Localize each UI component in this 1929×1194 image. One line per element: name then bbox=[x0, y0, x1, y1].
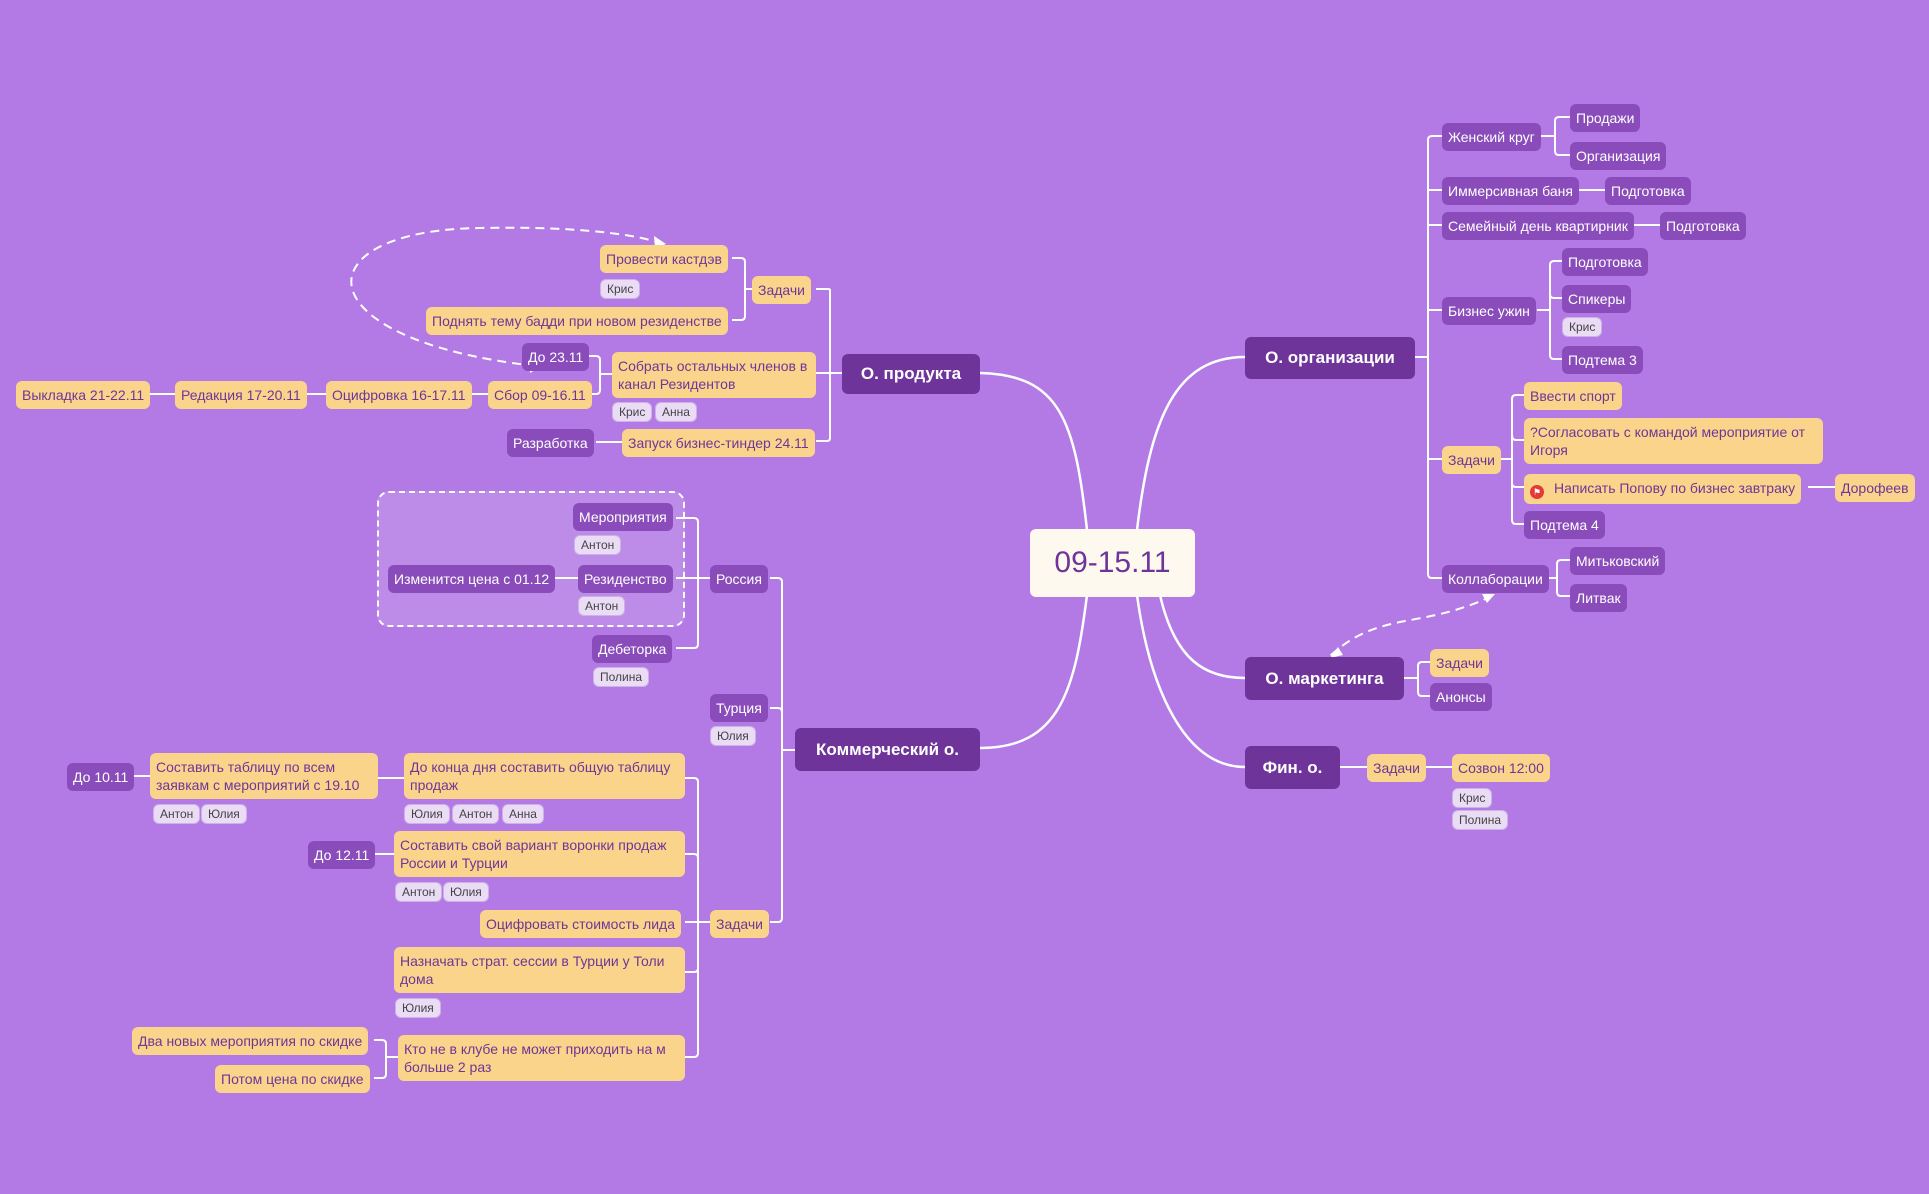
org-collab-mitkovsky[interactable]: Митьковский bbox=[1570, 547, 1666, 575]
org-collab-litvak[interactable]: Литвак bbox=[1570, 584, 1627, 612]
org-task-agree[interactable]: ?Согласовать с командой мероприятие от И… bbox=[1524, 418, 1823, 464]
task-lead-cost[interactable]: Оцифровать стоимость лида bbox=[480, 910, 681, 938]
org-dinner-prep[interactable]: Подготовка bbox=[1562, 248, 1648, 276]
org-womens-circle[interactable]: Женский круг bbox=[1442, 123, 1541, 151]
branch-marketing[interactable]: О. маркетинга bbox=[1245, 657, 1404, 700]
org-task-popov-label: Написать Попову по бизнес завтраку bbox=[1554, 480, 1796, 496]
product-task-custdev[interactable]: Провести кастдэв bbox=[600, 245, 728, 273]
russia-events[interactable]: Мероприятия bbox=[573, 503, 673, 531]
task-sales-funnel-label: Составить свой вариант воронки продаж Ро… bbox=[400, 837, 667, 871]
club-rule-discount-price[interactable]: Потом цена по скидке bbox=[215, 1065, 370, 1093]
task-sales-table[interactable]: До конца дня составить общую таблицу про… bbox=[404, 753, 685, 799]
product-launch-tinder[interactable]: Запуск бизнес-тиндер 24.11 bbox=[622, 429, 815, 457]
product-tasks[interactable]: Задачи bbox=[752, 276, 812, 304]
russia-debetorka[interactable]: Дебеторка bbox=[592, 635, 673, 663]
deadline-10-11[interactable]: До 10.11 bbox=[67, 763, 135, 791]
tag-yulia: Юлия bbox=[443, 882, 489, 902]
org-wc-organization[interactable]: Организация bbox=[1570, 142, 1667, 170]
task-events-table[interactable]: Составить таблицу по всем заявкам с меро… bbox=[150, 753, 378, 799]
russia-node[interactable]: Россия bbox=[710, 565, 768, 593]
pipeline-edit[interactable]: Редакция 17-20.11 bbox=[175, 381, 307, 409]
tag-yulia: Юлия bbox=[404, 804, 450, 824]
task-club-rule-label: Кто не в клубе не может приходить на м б… bbox=[404, 1041, 666, 1075]
task-strat-sessions[interactable]: Назначать страт. сессии в Турции у Толи … bbox=[394, 947, 685, 993]
club-rule-two-events[interactable]: Два новых мероприятия по скидке bbox=[132, 1027, 369, 1055]
org-task-sport[interactable]: Ввести спорт bbox=[1524, 382, 1622, 410]
product-task-buddy[interactable]: Поднять тему бадди при новом резиденстве bbox=[426, 307, 728, 335]
branch-finance[interactable]: Фин. о. bbox=[1245, 746, 1340, 789]
org-task-dorofeev[interactable]: Дорофеев bbox=[1835, 474, 1915, 502]
marketing-announces[interactable]: Анонсы bbox=[1430, 683, 1492, 711]
task-club-rule[interactable]: Кто не в клубе не может приходить на м б… bbox=[398, 1035, 685, 1081]
org-dinner-subtopic3[interactable]: Подтема 3 bbox=[1562, 346, 1643, 374]
finance-call[interactable]: Созвон 12:00 bbox=[1452, 754, 1550, 782]
tag-anna: Анна bbox=[655, 402, 697, 422]
org-collaborations[interactable]: Коллаборации bbox=[1442, 565, 1549, 593]
commercial-tasks[interactable]: Задачи bbox=[710, 910, 770, 938]
tag-anton: Антон bbox=[395, 882, 443, 902]
price-change-node[interactable]: Изменится цена с 01.12 bbox=[388, 565, 556, 593]
collect-label: Собрать остальных членов в канал Резиден… bbox=[618, 358, 808, 392]
org-wc-sales[interactable]: Продажи bbox=[1570, 104, 1641, 132]
deadline-23-11[interactable]: До 23.11 bbox=[522, 343, 590, 371]
branch-finance-label: Фин. о. bbox=[1262, 757, 1323, 777]
org-task-agree-label: ?Согласовать с командой мероприятие от И… bbox=[1530, 424, 1806, 458]
branch-commercial-label: Коммерческий о. bbox=[816, 739, 959, 759]
task-sales-funnel[interactable]: Составить свой вариант воронки продаж Ро… bbox=[394, 831, 685, 877]
finance-tasks[interactable]: Задачи bbox=[1367, 754, 1427, 782]
org-immersive-bath[interactable]: Иммерсивная баня bbox=[1442, 177, 1579, 205]
task-events-table-label: Составить таблицу по всем заявкам с меро… bbox=[156, 759, 360, 793]
product-collect-members[interactable]: Собрать остальных членов в канал Резиден… bbox=[612, 352, 816, 398]
tag-yulia: Юлия bbox=[201, 804, 247, 824]
root-label: 09-15.11 bbox=[1054, 546, 1171, 579]
branch-product[interactable]: О. продукта bbox=[842, 354, 980, 394]
org-task-subtopic4[interactable]: Подтема 4 bbox=[1524, 511, 1605, 539]
task-strat-sessions-label: Назначать страт. сессии в Турции у Толи … bbox=[400, 953, 665, 987]
pipeline-collect[interactable]: Сбор 09-16.11 bbox=[488, 381, 592, 409]
root-node[interactable]: 09-15.11 bbox=[1030, 529, 1195, 597]
tag-kris: Крис bbox=[600, 279, 641, 299]
pipeline-digitize[interactable]: Оцифровка 16-17.11 bbox=[326, 381, 472, 409]
turkey-node[interactable]: Турция bbox=[710, 694, 768, 722]
org-tasks[interactable]: Задачи bbox=[1442, 446, 1502, 474]
pipeline-publish[interactable]: Выкладка 21-22.11 bbox=[16, 381, 151, 409]
tag-polina: Полина bbox=[593, 667, 650, 687]
tag-kris: Крис bbox=[612, 402, 653, 422]
branch-marketing-label: О. маркетинга bbox=[1265, 668, 1384, 688]
branch-product-label: О. продукта bbox=[860, 364, 962, 383]
org-bath-prep[interactable]: Подготовка bbox=[1605, 177, 1691, 205]
org-task-popov[interactable]: ⚑ Написать Попову по бизнес завтраку bbox=[1524, 474, 1802, 504]
tag-anton: Антон bbox=[578, 596, 626, 616]
tag-kris: Крис bbox=[1562, 317, 1603, 337]
tag-yulia: Юлия bbox=[395, 998, 441, 1018]
branch-organization-label: О. организации bbox=[1265, 348, 1395, 367]
branch-organization[interactable]: О. организации bbox=[1245, 337, 1415, 379]
org-family-prep[interactable]: Подготовка bbox=[1660, 212, 1746, 240]
marketing-tasks[interactable]: Задачи bbox=[1430, 649, 1490, 677]
launch-development[interactable]: Разработка bbox=[507, 429, 594, 457]
org-business-dinner[interactable]: Бизнес ужин bbox=[1442, 297, 1536, 325]
tag-yulia: Юлия bbox=[710, 726, 756, 746]
tag-kris: Крис bbox=[1452, 788, 1493, 808]
tag-anna: Анна bbox=[502, 804, 544, 824]
tag-anton: Антон bbox=[452, 804, 500, 824]
task-sales-table-label: До конца дня составить общую таблицу про… bbox=[410, 759, 671, 793]
tag-polina: Полина bbox=[1452, 810, 1509, 830]
org-dinner-speakers[interactable]: Спикеры bbox=[1562, 285, 1632, 313]
tag-anton: Антон bbox=[153, 804, 201, 824]
red-flag-icon: ⚑ bbox=[1530, 485, 1544, 499]
org-family-day[interactable]: Семейный день квартирник bbox=[1442, 212, 1634, 240]
russia-residency[interactable]: Резиденство bbox=[578, 565, 673, 593]
branch-commercial[interactable]: Коммерческий о. bbox=[795, 728, 980, 771]
tag-anton: Антон bbox=[574, 535, 622, 555]
deadline-12-11[interactable]: До 12.11 bbox=[308, 841, 376, 869]
